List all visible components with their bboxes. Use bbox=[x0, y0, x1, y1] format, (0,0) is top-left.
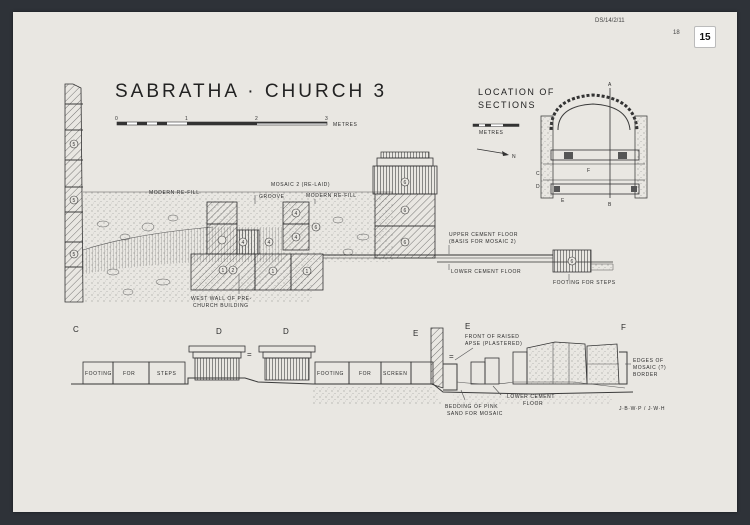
block-number: 6 bbox=[315, 225, 318, 231]
scale-tick: 2 bbox=[255, 116, 258, 122]
north-label: N bbox=[512, 154, 516, 160]
location-plan: LOCATION OF SECTIONS METRES N A B C D E … bbox=[472, 82, 648, 208]
upper-section: 5 5 5 4 4 4 4 bbox=[64, 83, 616, 309]
section-letter-d: D bbox=[216, 327, 222, 336]
label-bedding-2: SAND FOR MOSAIC bbox=[447, 411, 503, 417]
plan-letter-f: F bbox=[587, 168, 591, 174]
block-number: 1 bbox=[222, 268, 225, 274]
drawing-sheet: DS/14/2/11 18 SABRATHA · CHURCH 3 0 1 2 … bbox=[13, 12, 737, 512]
block-number: 4 bbox=[268, 240, 271, 246]
drafter-initials: J·B·W·P / J·W·H bbox=[619, 406, 665, 412]
label-apse-1: FRONT OF RAISED bbox=[465, 334, 519, 340]
label-west-wall-1: WEST WALL OF PRE- bbox=[191, 296, 252, 302]
block-number: 4 bbox=[295, 211, 298, 217]
section-drawing: DS/14/2/11 18 SABRATHA · CHURCH 3 0 1 2 … bbox=[64, 18, 680, 417]
scale-tick: 3 bbox=[325, 116, 328, 122]
label-edges-3: BORDER bbox=[633, 372, 658, 378]
scale-unit: METRES bbox=[333, 122, 357, 128]
location-title-1: LOCATION OF bbox=[478, 87, 555, 97]
block-number: 5 bbox=[73, 198, 76, 204]
block-number: 6 bbox=[404, 180, 407, 186]
label-edges-2: MOSAIC (?) bbox=[633, 365, 666, 371]
label-footing-steps: FOOTING FOR STEPS bbox=[553, 280, 616, 286]
label-upper-floor-1: UPPER CEMENT FLOOR bbox=[449, 232, 518, 238]
label-west-wall-2: CHURCH BUILDING bbox=[193, 303, 249, 309]
label-refill-left: MODERN RE-FILL bbox=[149, 190, 200, 196]
plan-letter-d: D bbox=[536, 184, 540, 190]
label-for-2: FOR bbox=[359, 371, 371, 377]
section-letter-c: C bbox=[73, 325, 79, 334]
sheet-number-tag: 15 bbox=[694, 26, 716, 48]
label-edges-1: EDGES OF bbox=[633, 358, 664, 364]
equals-sign: = bbox=[449, 352, 454, 361]
label-groove: GROOVE bbox=[259, 194, 285, 200]
section-letter-e2: E bbox=[465, 322, 471, 331]
label-bedding-1: BEDDING OF PINK bbox=[445, 404, 498, 410]
block-number: 6 bbox=[404, 208, 407, 214]
section-letter-d2: D bbox=[283, 327, 289, 336]
lower-section: C D D E E F = = FOOTING FOR STEPS FOOTIN… bbox=[71, 322, 666, 417]
location-title-2: SECTIONS bbox=[478, 100, 536, 110]
block-number: 2 bbox=[232, 268, 235, 274]
plan-letter-e: E bbox=[561, 198, 565, 204]
label-lower-floor: LOWER CEMENT FLOOR bbox=[451, 269, 521, 275]
block-number: 6 bbox=[571, 259, 574, 265]
block-number: 6 bbox=[404, 240, 407, 246]
plan-letter-b: B bbox=[608, 202, 612, 208]
equals-sign: = bbox=[247, 350, 252, 359]
label-screen: SCREEN bbox=[383, 371, 407, 377]
section-letter-e: E bbox=[413, 329, 419, 338]
label-footing: FOOTING bbox=[85, 371, 112, 377]
scale-tick: 0 bbox=[115, 116, 118, 122]
scale-tick: 1 bbox=[185, 116, 188, 122]
block-number: 4 bbox=[242, 240, 245, 246]
block-number: 5 bbox=[73, 142, 76, 148]
plan-letter-c: C bbox=[536, 171, 540, 177]
label-footing-2: FOOTING bbox=[317, 371, 344, 377]
label-refill-right: MODERN RE-FILL bbox=[306, 193, 357, 199]
block-number: 4 bbox=[295, 235, 298, 241]
drawing-title: SABRATHA · CHURCH 3 bbox=[115, 81, 387, 102]
label-lower-1: LOWER CEMENT bbox=[507, 394, 555, 400]
label-apse-2: APSE (PLASTERED) bbox=[465, 341, 522, 347]
metre-scale: 0 1 2 3 METRES bbox=[115, 116, 357, 128]
block-number: 1 bbox=[306, 269, 309, 275]
block-number: 1 bbox=[272, 269, 275, 275]
sheet-ref: 18 bbox=[673, 30, 680, 36]
plan-scale-unit: METRES bbox=[479, 130, 503, 136]
archive-ref: DS/14/2/11 bbox=[595, 18, 625, 24]
block-number: 5 bbox=[73, 252, 76, 258]
plan-letter-a: A bbox=[608, 82, 612, 88]
label-mosaic: MOSAIC 2 (RE-LAID) bbox=[271, 182, 330, 188]
label-lower-2: FLOOR bbox=[523, 401, 543, 407]
label-for: FOR bbox=[123, 371, 135, 377]
label-steps: STEPS bbox=[157, 371, 176, 377]
label-upper-floor-2: (BASIS FOR MOSAIC 2) bbox=[449, 239, 516, 245]
section-letter-f: F bbox=[621, 323, 627, 332]
